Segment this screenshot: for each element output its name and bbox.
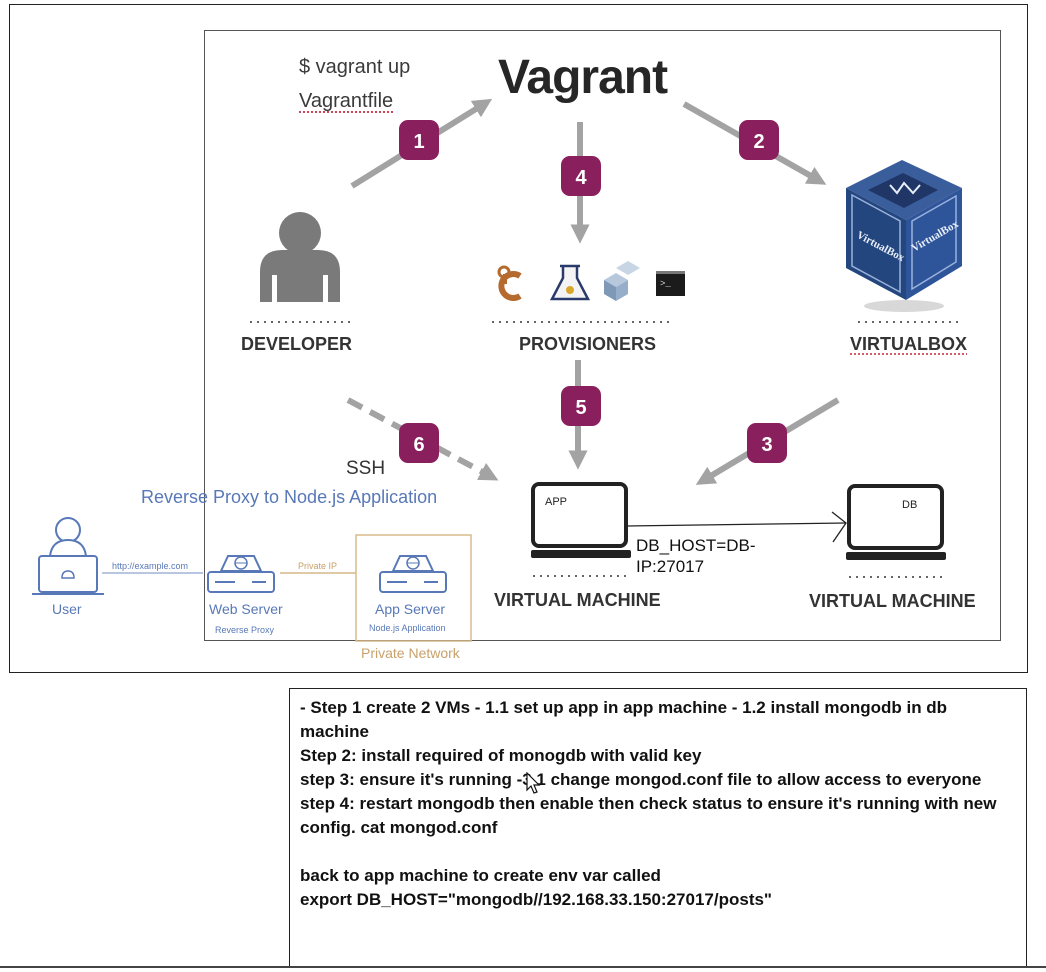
db-vm-laptop-icon: DB [846,484,946,560]
step-number-3: 3 [761,434,772,456]
ssh-label: SSH [346,458,386,479]
note-line-1: - Step 1 create 2 VMs - 1.1 set up app i… [300,698,952,741]
private-network-box [355,534,472,642]
app-vm-label: VIRTUAL MACHINE [494,590,661,610]
vagrant-workflow-diagram: 1 2 3 4 5 6 [32,98,962,642]
db-host-connection-arrow [627,511,847,543]
step-number-6: 6 [413,434,424,456]
developer-label: DEVELOPER [241,334,353,354]
private-ip-label: Private IP [298,561,337,571]
note-line-4: step 4: restart mongodb then enable then… [300,794,1002,837]
virtualbox-logo: VirtualBox VirtualBox [846,160,962,312]
step-badge-3: 3 [747,423,787,463]
db-vm-label: VIRTUAL MACHINE [809,591,976,611]
private-network-label: Private Network [361,645,460,661]
web-server-label: Web Server [209,601,283,617]
cube-icon [604,261,640,301]
svg-text:>_: >_ [660,279,671,289]
terminal-icon: >_ [656,271,685,296]
step-number-2: 2 [753,131,764,153]
vagrant-logo: Vagrant [498,51,668,104]
app-server-sublabel: Node.js Application [369,623,446,633]
note-line-5 [300,840,1016,864]
chef-icon [497,265,522,301]
step-number-5: 5 [575,397,586,419]
note-line-6: back to app machine to create env var ca… [300,866,661,885]
step-number-4: 4 [575,167,587,189]
app-server-icon [379,555,447,593]
step-badge-2: 2 [739,120,779,160]
flask-icon [549,264,591,301]
note-line-7: export DB_HOST="mongodb//192.168.33.150:… [300,890,772,909]
web-server-sublabel: Reverse Proxy [215,625,275,635]
db-screen-label: DB [902,499,917,511]
web-server-icon [207,555,275,593]
step-badge-6: 6 [399,423,439,463]
vagrant-diagram-frame [204,30,1001,641]
developer-icon [260,212,340,302]
app-screen-label: APP [545,496,567,508]
note-line-3: step 3: ensure it's running -3.1 change … [300,770,982,789]
db-host-text-line1: DB_HOST=DB- [636,536,756,555]
provisioners-label: PROVISIONERS [519,334,657,354]
diagram-frame [9,4,1028,673]
reverse-proxy-title: Reverse Proxy to Node.js Application [141,487,438,507]
virtualbox-label: VIRTUALBOX [850,334,967,354]
user-icon [32,517,104,595]
steps-notes-box: - Step 1 create 2 VMs - 1.1 set up app i… [289,688,1027,967]
user-label: User [52,601,82,617]
step-number-1: 1 [413,131,424,153]
mouse-cursor-icon [526,772,541,794]
step-badge-4: 4 [561,156,601,196]
note-line-2: Step 2: install required of monogdb with… [300,746,702,765]
bottom-divider [0,966,1046,968]
vagrant-up-command: $ vagrant up [299,56,411,78]
app-vm-laptop-icon: APP [531,482,631,558]
app-server-label: App Server [375,601,446,617]
db-host-text-line2: IP:27017 [636,557,705,576]
step-badge-1: 1 [399,120,439,160]
step-badge-5: 5 [561,386,601,426]
vagrantfile-label: Vagrantfile [299,90,394,112]
link-label: http://example.com [112,561,188,571]
